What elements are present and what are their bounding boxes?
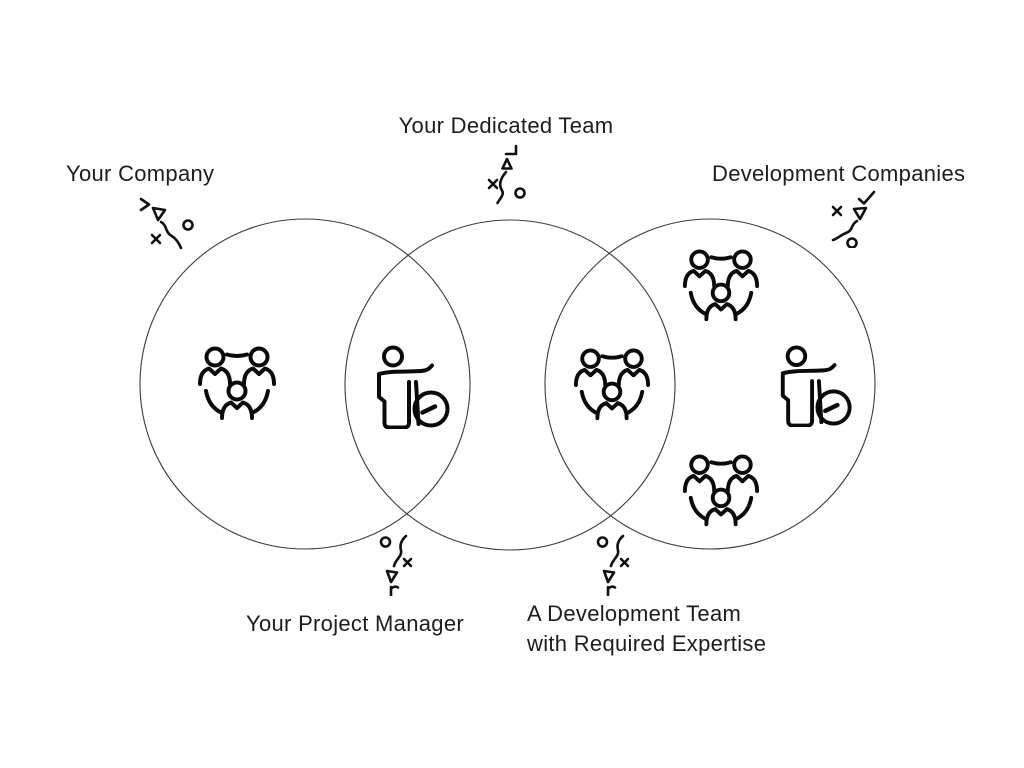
doodle-arrow-icon [379,534,413,596]
team-icon [682,249,760,322]
doodle-arrow-icon [831,190,876,248]
dev-team-label: A Development Team with Required Experti… [527,599,766,659]
project-manager-clock-icon [777,345,853,427]
team-icon [573,348,651,421]
your-company-label: Your Company [66,161,215,186]
project-manager-label: Your Project Manager [246,611,464,636]
your-company-circle [139,218,471,550]
dedicated-team-label: Your Dedicated Team [398,113,614,138]
project-manager-clock-icon [374,345,450,429]
team-icon [198,346,276,420]
doodle-arrow-icon [596,534,630,596]
dedicated-team-circle [344,219,676,551]
doodle-arrow-icon [487,144,526,205]
development-companies-circle [544,218,876,550]
doodle-arrow-icon [139,197,194,250]
team-icon [682,454,760,527]
dev-team-label-line2: with Required Expertise [527,631,767,656]
dev-team-label-line1: A Development Team [527,601,742,626]
development-companies-label: Development Companies [712,161,966,186]
